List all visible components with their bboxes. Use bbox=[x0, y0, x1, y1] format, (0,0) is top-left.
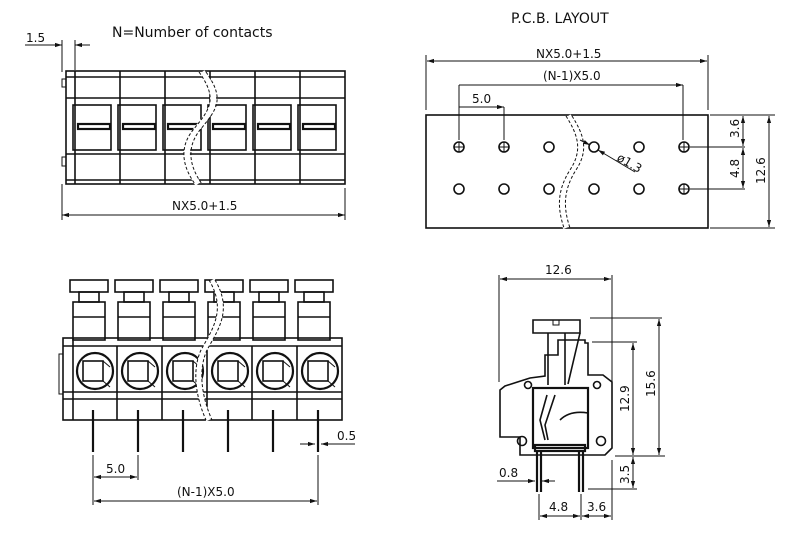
pcb-title: P.C.B. LAYOUT bbox=[511, 11, 609, 27]
pcb-dim-pitch: 5.0 bbox=[472, 92, 491, 106]
wire-entries bbox=[75, 351, 340, 391]
dim-offset-label: 1.5 bbox=[26, 31, 45, 45]
top-view: N=Number of contacts 1.5 bbox=[25, 25, 346, 220]
contact-buttons bbox=[72, 104, 337, 151]
pins bbox=[91, 410, 320, 452]
side-dim-pin-width: 0.8 bbox=[499, 466, 518, 480]
side-pins bbox=[535, 450, 585, 492]
pcb-dim-height: 12.6 bbox=[754, 157, 768, 184]
side-dim-body-height: 12.9 bbox=[618, 385, 632, 412]
side-body bbox=[499, 339, 613, 456]
dim-width-label: NX5.0+1.5 bbox=[172, 199, 237, 213]
front-dim-pitch: 5.0 bbox=[106, 462, 125, 476]
pcb-dim-span: (N-1)X5.0 bbox=[543, 69, 601, 83]
side-dim-width: 12.6 bbox=[545, 263, 572, 277]
side-view: 12.6 12.9 15.6 3.5 0.8 bbox=[497, 263, 665, 520]
front-view: 0.5 5.0 (N-1)X5.0 bbox=[58, 278, 356, 505]
side-dim-total-height: 15.6 bbox=[644, 370, 658, 397]
block-body bbox=[65, 70, 346, 185]
pcb-dim-width: NX5.0+1.5 bbox=[536, 47, 601, 61]
side-dim-pin-offset: 3.6 bbox=[587, 500, 606, 514]
front-dim-pin: 0.5 bbox=[337, 429, 356, 443]
pcb-holes bbox=[453, 141, 690, 195]
pcb-dim-row1: 3.6 bbox=[728, 119, 742, 138]
pcb-dim-hole: ø1.3 bbox=[615, 150, 645, 175]
side-dim-pin-length: 3.5 bbox=[618, 465, 632, 484]
pcb-outline bbox=[425, 114, 709, 229]
top-view-title: N=Number of contacts bbox=[112, 25, 273, 41]
side-dim-pin-spacing: 4.8 bbox=[549, 500, 568, 514]
front-dim-span: (N-1)X5.0 bbox=[177, 485, 235, 499]
pcb-layout: P.C.B. LAYOUT NX5.0+1.5 (N-1)X5.0 5.0 bbox=[425, 11, 775, 229]
front-buttons bbox=[69, 279, 334, 341]
pcb-dim-row2: 4.8 bbox=[728, 159, 742, 178]
